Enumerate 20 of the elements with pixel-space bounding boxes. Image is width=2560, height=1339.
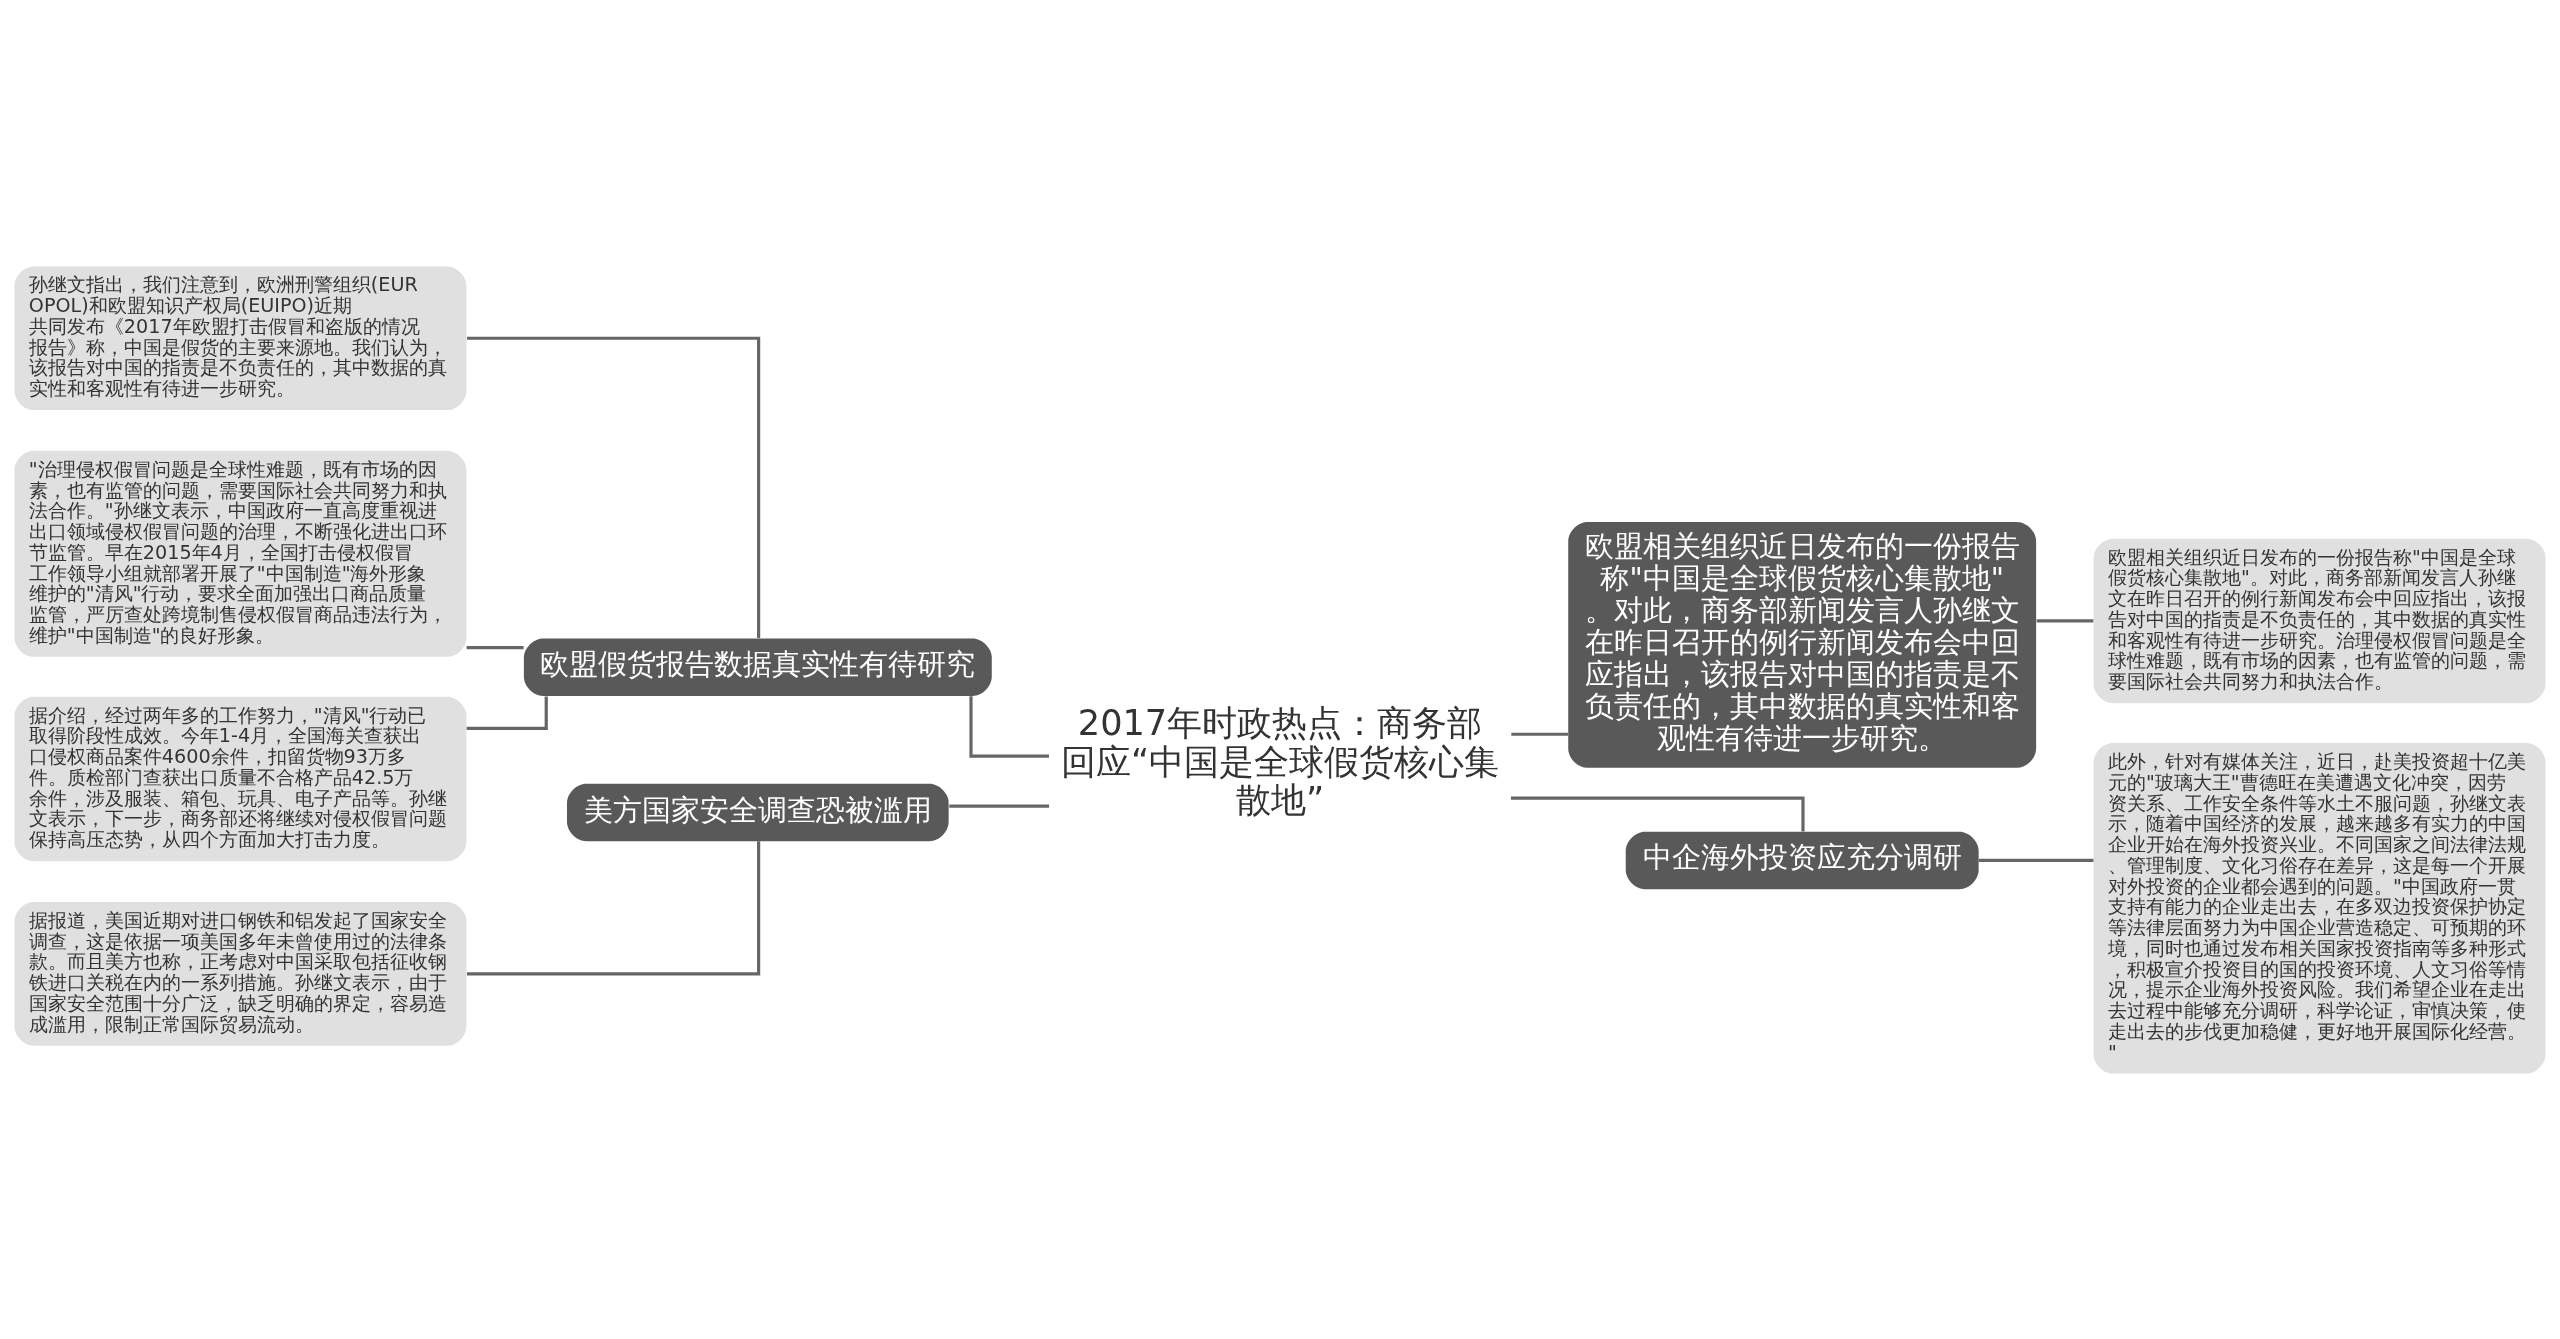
connector bbox=[969, 695, 1049, 758]
node-box: 美方国家安全调查恐被滥用 bbox=[567, 783, 949, 841]
connector bbox=[466, 645, 524, 649]
node-box: 据报道，美国近期对进口钢铁和铝发起了国家安全调查，这是依据一项美国多年未曾使用过的法律条款。而且美方也称，正考虑对中国采取包括征收钢铁进口关税在内的一系列措施。孙继文表示，由于国家安全范围十分广泛，缺乏明确的界定，容易造成滥用，限制正常国际贸易流动。 bbox=[14, 901, 467, 1046]
connector bbox=[949, 804, 1050, 808]
connector bbox=[466, 336, 761, 638]
node-box: 欧盟假货报告数据真实性有待研究 bbox=[523, 637, 992, 696]
node-box: 欧盟相关组织近日发布的一份报告称"中国是全球假货核心集散地"。对此，商务部新闻发言人孙继文在昨日召开的例行新闻发布会中回应指出，该报告对中国的指责是不负责任的，其中数据的真实性和客观性有待进一步研究。 bbox=[1568, 521, 2037, 768]
connector bbox=[1511, 732, 1568, 736]
connector bbox=[466, 695, 548, 730]
node-text: 2017年时政热点：商务部回应“中国是全球假货核心集散地” bbox=[1060, 701, 1500, 820]
connector bbox=[1978, 858, 2094, 862]
node-box: "治理侵权假冒问题是全球性难题，既有市场的因素，也有监管的问题，需要国际社会共同努力和执法合作。"孙继文表示，中国政府一直高度重视进出口领域侵权假冒问题的治理，不断强化进出口环节监管。早在2015年4月，全国打击侵权假冒工作领导小组就部署开展了"中国制造"海外形象维护的"清风"行动，要求全面加强出口商品质量监管，严厉查处跨境制售侵权假冒商品违法行为，维护"中国制造"的良好形象。 bbox=[14, 450, 467, 657]
connector bbox=[466, 840, 761, 975]
node-box: 孙继文指出，我们注意到，欧洲刑警组织(EUROPOL)和欧盟知识产权局(EUIPO)近期共同发布《2017年欧盟打击假冒和盗版的情况报告》称，中国是假货的主要来源地。我们认为，该报告对中国的指责是不负责任的，其中数据的真实性和客观性有待进一步研究。 bbox=[14, 265, 467, 410]
node-box: 此外，针对有媒体关注，近日，赴美投资超十亿美元的"玻璃大王"曹德旺在美遭遇文化冲突，因劳资关系、工作安全条件等水土不服问题，孙继文表示，随着中国经济的发展，越来越多有实力的中国企业开始在海外投资兴业。不同国家之间法律法规、管理制度、文化习俗存在差异，这是每一个开展对外投资的企业都会遇到的问题。"中国政府一贯支持有能力的企业走出去，在多双边投资保护协定等法律层面努力为中国企业营造稳定、可预期的环境，同时也通过发布相关国家投资指南等多种形式，积极宣介投资目的国的投资环境、人文习俗等情况，提示企业海外投资风险。我们希望企业在走出去过程中能够充分调研，科学论证，审慎决策，使走出去的步伐更加稳健，更好地开展国际化经营。" bbox=[2093, 742, 2546, 1074]
node-box: 中企海外投资应充分调研 bbox=[1625, 831, 1979, 889]
node-box: 据介绍，经过两年多的工作努力，"清风"行动已取得阶段性成效。今年1-4月，全国海关查获出口侵权商品案件4600余件，扣留货物93万多件。质检部门查获出口质量不合格产品42.5万余件，涉及服装、箱包、玩具、电子产品等。孙继文表示，下一步，商务部还将继续对侵权假冒问题保持高压态势，从四个方面加大打击力度。 bbox=[14, 696, 467, 861]
node-box: 欧盟相关组织近日发布的一份报告称"中国是全球假货核心集散地"。对此，商务部新闻发言人孙继文在昨日召开的例行新闻发布会中回应指出，该报告对中国的指责是不负责任的，其中数据的真实性和客观性有待进一步研究。治理侵权假冒问题是全球性难题，既有市场的因素，也有监管的问题，需要国际社会共同努力和执法合作。 bbox=[2093, 538, 2546, 703]
connector bbox=[2036, 618, 2094, 622]
